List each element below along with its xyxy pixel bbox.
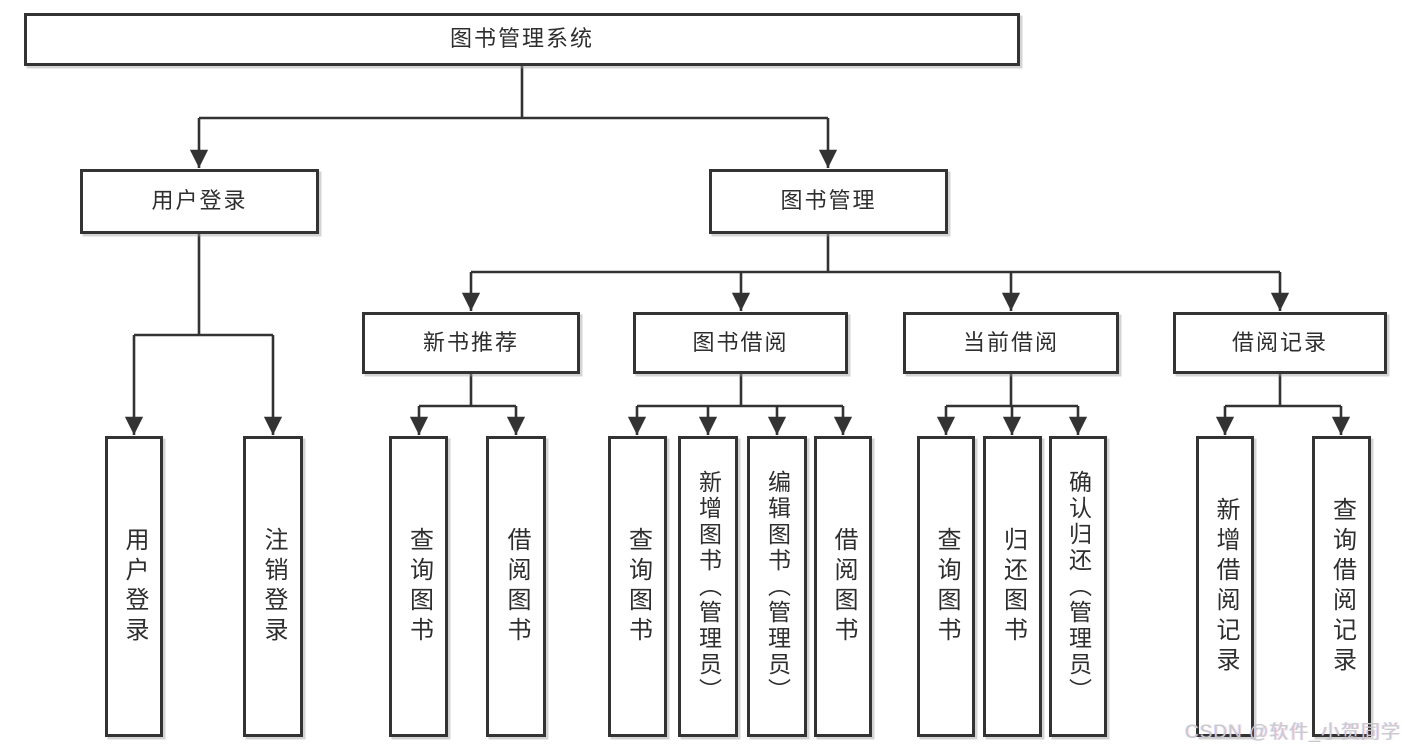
node-book-borrowing: 图书借阅 xyxy=(633,312,848,374)
node-borrowing-records: 借阅记录 xyxy=(1173,312,1387,374)
leaf-return-book: 归还图书 xyxy=(983,436,1042,737)
leaf-add-book-admin: 新增图书（管理员） xyxy=(678,436,738,737)
leaf-add-borrow-record: 新增借阅记录 xyxy=(1196,436,1254,737)
node-new-book-recommendation: 新书推荐 xyxy=(362,312,580,374)
leaf-borrow-book-recommend: 借阅图书 xyxy=(486,436,546,737)
leaf-query-book-recommend: 查询图书 xyxy=(389,436,448,737)
leaf-logout-login: 注销登录 xyxy=(243,436,303,737)
leaf-edit-book-admin: 编辑图书（管理员） xyxy=(747,436,807,737)
node-book-management: 图书管理 xyxy=(709,169,948,234)
leaf-query-book-borrowing: 查询图书 xyxy=(608,436,667,737)
leaf-borrow-book-borrowing: 借阅图书 xyxy=(814,436,872,737)
node-current-borrowing: 当前借阅 xyxy=(903,312,1119,374)
leaf-query-book-current: 查询图书 xyxy=(917,436,975,737)
node-library-management-system: 图书管理系统 xyxy=(24,13,1020,66)
watermark: CSDN @软件_小贺同学 xyxy=(1185,722,1401,743)
leaf-confirm-return-admin: 确认归还（管理员） xyxy=(1049,436,1107,737)
leaf-query-borrow-record: 查询借阅记录 xyxy=(1312,436,1371,737)
leaf-user-login: 用户登录 xyxy=(105,436,163,737)
node-user-login: 用户登录 xyxy=(80,169,319,234)
